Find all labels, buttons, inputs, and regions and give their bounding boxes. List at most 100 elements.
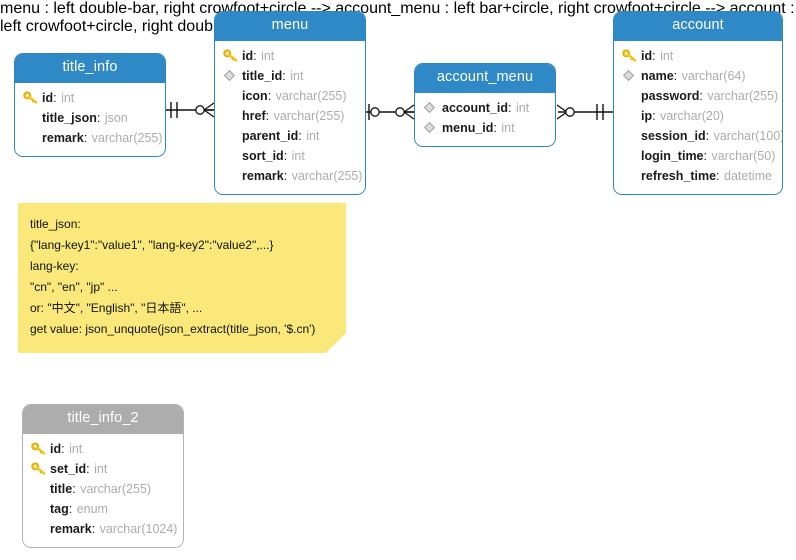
no-icon bbox=[223, 108, 242, 124]
field-name: refresh_time bbox=[641, 168, 717, 183]
entity-menu-fields: id : int title_id : int icon : varchar(2… bbox=[215, 40, 365, 194]
field-colon: : bbox=[96, 110, 104, 125]
field-row: href : varchar(255) bbox=[223, 106, 357, 126]
field-row: set_id : int bbox=[31, 459, 175, 479]
field-colon: : bbox=[283, 148, 291, 163]
field-type: int bbox=[290, 68, 304, 83]
entity-title-info-fields: id : int title_json : json remark : varc… bbox=[15, 82, 165, 156]
relationship-account-menu-account[interactable] bbox=[556, 100, 614, 124]
no-icon bbox=[23, 130, 42, 146]
field-row: remark : varchar(255) bbox=[23, 128, 163, 148]
field-type: int bbox=[61, 90, 75, 105]
field-name: parent_id bbox=[242, 128, 299, 143]
field-colon: : bbox=[699, 88, 707, 103]
field-name: login_time bbox=[641, 148, 704, 163]
note-line: get value: json_unquote(json_extract(tit… bbox=[30, 322, 316, 336]
field-type: int bbox=[660, 48, 674, 63]
field-name: ip bbox=[641, 108, 653, 123]
field-row: menu_id : int bbox=[423, 118, 547, 138]
no-icon bbox=[622, 88, 641, 104]
entity-account[interactable]: account id : int bbox=[613, 11, 783, 195]
primary-key-icon bbox=[223, 48, 242, 64]
note-line: title_json: bbox=[30, 217, 81, 231]
no-icon bbox=[31, 521, 50, 537]
field-type: varchar(1024) bbox=[99, 521, 178, 536]
field-colon: : bbox=[493, 120, 501, 135]
field-type: varchar(255) bbox=[275, 88, 347, 103]
field-colon: : bbox=[265, 108, 273, 123]
no-icon bbox=[622, 128, 641, 144]
field-name: menu_id bbox=[442, 120, 494, 135]
field-type: varchar(255) bbox=[273, 108, 345, 123]
sticky-note-title-json[interactable]: title_json: {"lang-key1":"value1", "lang… bbox=[18, 203, 346, 353]
primary-key-icon bbox=[31, 461, 50, 477]
foreign-key-diamond-icon bbox=[622, 68, 641, 84]
field-type: varchar(100) bbox=[713, 128, 783, 143]
entity-account-menu[interactable]: account_menu account_id : int men bbox=[414, 63, 556, 147]
foreign-key-diamond-icon bbox=[423, 100, 442, 116]
field-name: account_id bbox=[442, 100, 508, 115]
no-icon bbox=[622, 168, 641, 184]
field-name: id bbox=[242, 48, 254, 63]
no-icon bbox=[23, 110, 42, 126]
field-name: title bbox=[50, 481, 73, 496]
field-type: varchar(255) bbox=[80, 481, 152, 496]
field-type: int bbox=[306, 128, 320, 143]
field-name: tag bbox=[50, 501, 69, 516]
entity-menu-header: menu bbox=[215, 12, 365, 41]
field-type: json bbox=[104, 110, 128, 125]
field-colon: : bbox=[703, 148, 711, 163]
sticky-note-content: title_json: {"lang-key1":"value1", "lang… bbox=[18, 203, 346, 350]
field-name: id bbox=[50, 441, 62, 456]
primary-key-icon bbox=[622, 48, 641, 64]
field-row: sort_id : int bbox=[223, 146, 357, 166]
entity-title-info[interactable]: title_info id : int title_json bbox=[14, 53, 166, 157]
no-icon bbox=[223, 88, 242, 104]
entity-menu[interactable]: menu id : int bbox=[214, 11, 366, 195]
no-icon bbox=[31, 481, 50, 497]
field-name: remark bbox=[50, 521, 92, 536]
entity-account-menu-header: account_menu bbox=[415, 64, 555, 93]
field-type: enum bbox=[76, 501, 108, 516]
field-row: login_time : varchar(50) bbox=[622, 146, 776, 166]
field-colon: : bbox=[673, 68, 681, 83]
field-row: account_id : int bbox=[423, 98, 547, 118]
field-colon: : bbox=[53, 90, 61, 105]
field-row: id : int bbox=[23, 88, 157, 108]
foreign-key-diamond-icon bbox=[223, 68, 242, 84]
field-row: refresh_time : datetime bbox=[622, 166, 774, 186]
field-row: remark : varchar(1024) bbox=[31, 519, 178, 539]
no-icon bbox=[223, 128, 242, 144]
field-type: varchar(50) bbox=[711, 148, 776, 163]
field-name: id bbox=[42, 90, 54, 105]
field-colon: : bbox=[253, 48, 261, 63]
note-line: "cn", "en", "jp" ... bbox=[30, 280, 118, 294]
field-colon: : bbox=[68, 501, 76, 516]
field-row: ip : varchar(20) bbox=[622, 106, 774, 126]
field-name: sort_id bbox=[242, 148, 284, 163]
field-colon: : bbox=[283, 168, 291, 183]
no-icon bbox=[622, 108, 641, 124]
entity-title-info-2[interactable]: title_info_2 id : int bbox=[22, 404, 184, 548]
field-row: remark : varchar(255) bbox=[223, 166, 363, 186]
relationship-menu-account-menu[interactable] bbox=[364, 100, 416, 124]
relationship-title-info-menu[interactable] bbox=[162, 98, 216, 122]
field-row: title_id : int bbox=[223, 66, 357, 86]
no-icon bbox=[622, 148, 641, 164]
field-colon: : bbox=[86, 461, 94, 476]
field-colon: : bbox=[72, 481, 80, 496]
note-fold-corner-icon bbox=[326, 333, 346, 353]
field-colon: : bbox=[91, 521, 99, 536]
field-colon: : bbox=[652, 108, 660, 123]
field-type: varchar(255) bbox=[91, 130, 163, 145]
field-type: int bbox=[69, 441, 83, 456]
field-type: varchar(255) bbox=[291, 168, 363, 183]
field-colon: : bbox=[83, 130, 91, 145]
foreign-key-diamond-icon bbox=[423, 120, 442, 136]
field-colon: : bbox=[508, 100, 515, 115]
field-type: varchar(20) bbox=[660, 108, 724, 123]
no-icon bbox=[223, 148, 242, 164]
field-type: varchar(255) bbox=[707, 88, 779, 103]
field-row: id : int bbox=[622, 46, 774, 66]
field-row: id : int bbox=[223, 46, 357, 66]
